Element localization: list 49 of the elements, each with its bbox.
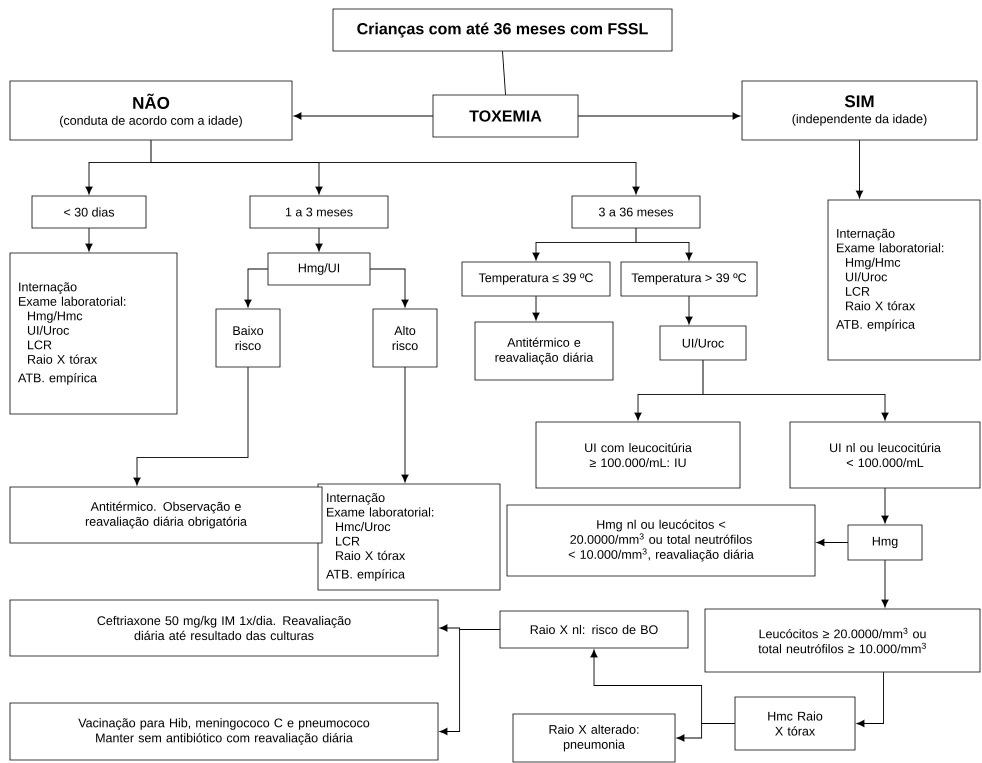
process-box: 1 a 3 meses: [250, 196, 388, 228]
arrow: [532, 296, 540, 320]
process-box: Antitérmico. Observação e reavaliação diária obrigatória: [10, 486, 322, 544]
process-box: Hmc Raio X tórax: [734, 696, 856, 750]
process-box: TOXEMIA: [432, 94, 578, 138]
process-box: UI/Uroc: [660, 326, 746, 360]
process-box: 3 a 36 meses: [572, 196, 700, 228]
arrow: [816, 538, 848, 546]
arrow: [150, 140, 640, 194]
process-box: Baixo risco: [216, 308, 280, 368]
process-box: UI com leucocitúria ≥ 100.000/mL: IU: [536, 422, 740, 488]
arrow: [370, 268, 409, 308]
process-box: Antitérmico e reavaliação diária: [474, 322, 614, 380]
connector-line: [502, 50, 506, 96]
info-box: Internação Exame laboratorial: Hmg/Hmc UI/Uroc LCR Raio X tórax ATB. empírica: [10, 252, 178, 414]
process-box: Vacinação para Hib, meningococo C e pneumococo Manter sem antibiótico com reavaliação diária: [10, 702, 438, 760]
arrow: [881, 560, 889, 608]
arrow: [85, 228, 93, 252]
info-box: Internação Exame laboratorial: Hmc/Uroc LCR Raio X tórax ATB. empírica: [318, 484, 500, 590]
arrow: [856, 672, 884, 728]
process-box: Temperatura ≤ 39 ºC: [462, 262, 610, 296]
arrow: [685, 296, 693, 324]
process-box: Ceftriaxone 50 mg/kg IM 1x/dia. Reavaliação diária até resultado das culturas: [10, 600, 438, 656]
arrow: [133, 366, 248, 486]
decision-box: SIM (independente da idade): [742, 80, 978, 140]
process-box: < 30 dias: [32, 196, 146, 228]
arrow: [440, 629, 500, 736]
arrow: [702, 360, 889, 420]
arrow: [401, 366, 409, 482]
process-box: Raio X alterado: pneumonia: [512, 714, 676, 762]
title-box: Crianças com até 36 meses com FSSL: [332, 8, 672, 52]
process-box: UI nl ou leucocitúria < 100.000/mL: [790, 422, 980, 488]
arrow: [856, 140, 864, 198]
arrow: [244, 268, 268, 308]
info-box: Internação Exame laboratorial: Hmg/Hmc UI/Uroc LCR Raio X tórax ATB. empírica: [828, 200, 980, 360]
process-box: Raio X nl: risco de BO: [500, 610, 688, 648]
arrow: [590, 650, 736, 724]
process-box: Hmg nl ou leucócitos < 20.0000/mm$^{3}$ ou total neutrófilos < 10.000/mm$^{3}$, reavaliação diária: [506, 504, 816, 576]
process-box: Alto risco: [372, 308, 438, 368]
decision-box: NÃO (conduta de acordo com a idade): [10, 80, 292, 140]
arrow: [578, 112, 740, 120]
process-box: Temperatura > 39 ºC: [620, 262, 758, 296]
arrow: [315, 228, 323, 252]
process-box: Hmg: [848, 524, 922, 560]
arrow: [881, 488, 889, 524]
process-box: Hmg/UI: [268, 252, 370, 286]
arrow: [636, 228, 693, 260]
arrow: [294, 112, 434, 120]
process-box: Leucócitos ≥ 20.0000/mm$^{3}$ ou total neutrófilos ≥ 10.000/mm$^{3}$: [704, 608, 980, 672]
